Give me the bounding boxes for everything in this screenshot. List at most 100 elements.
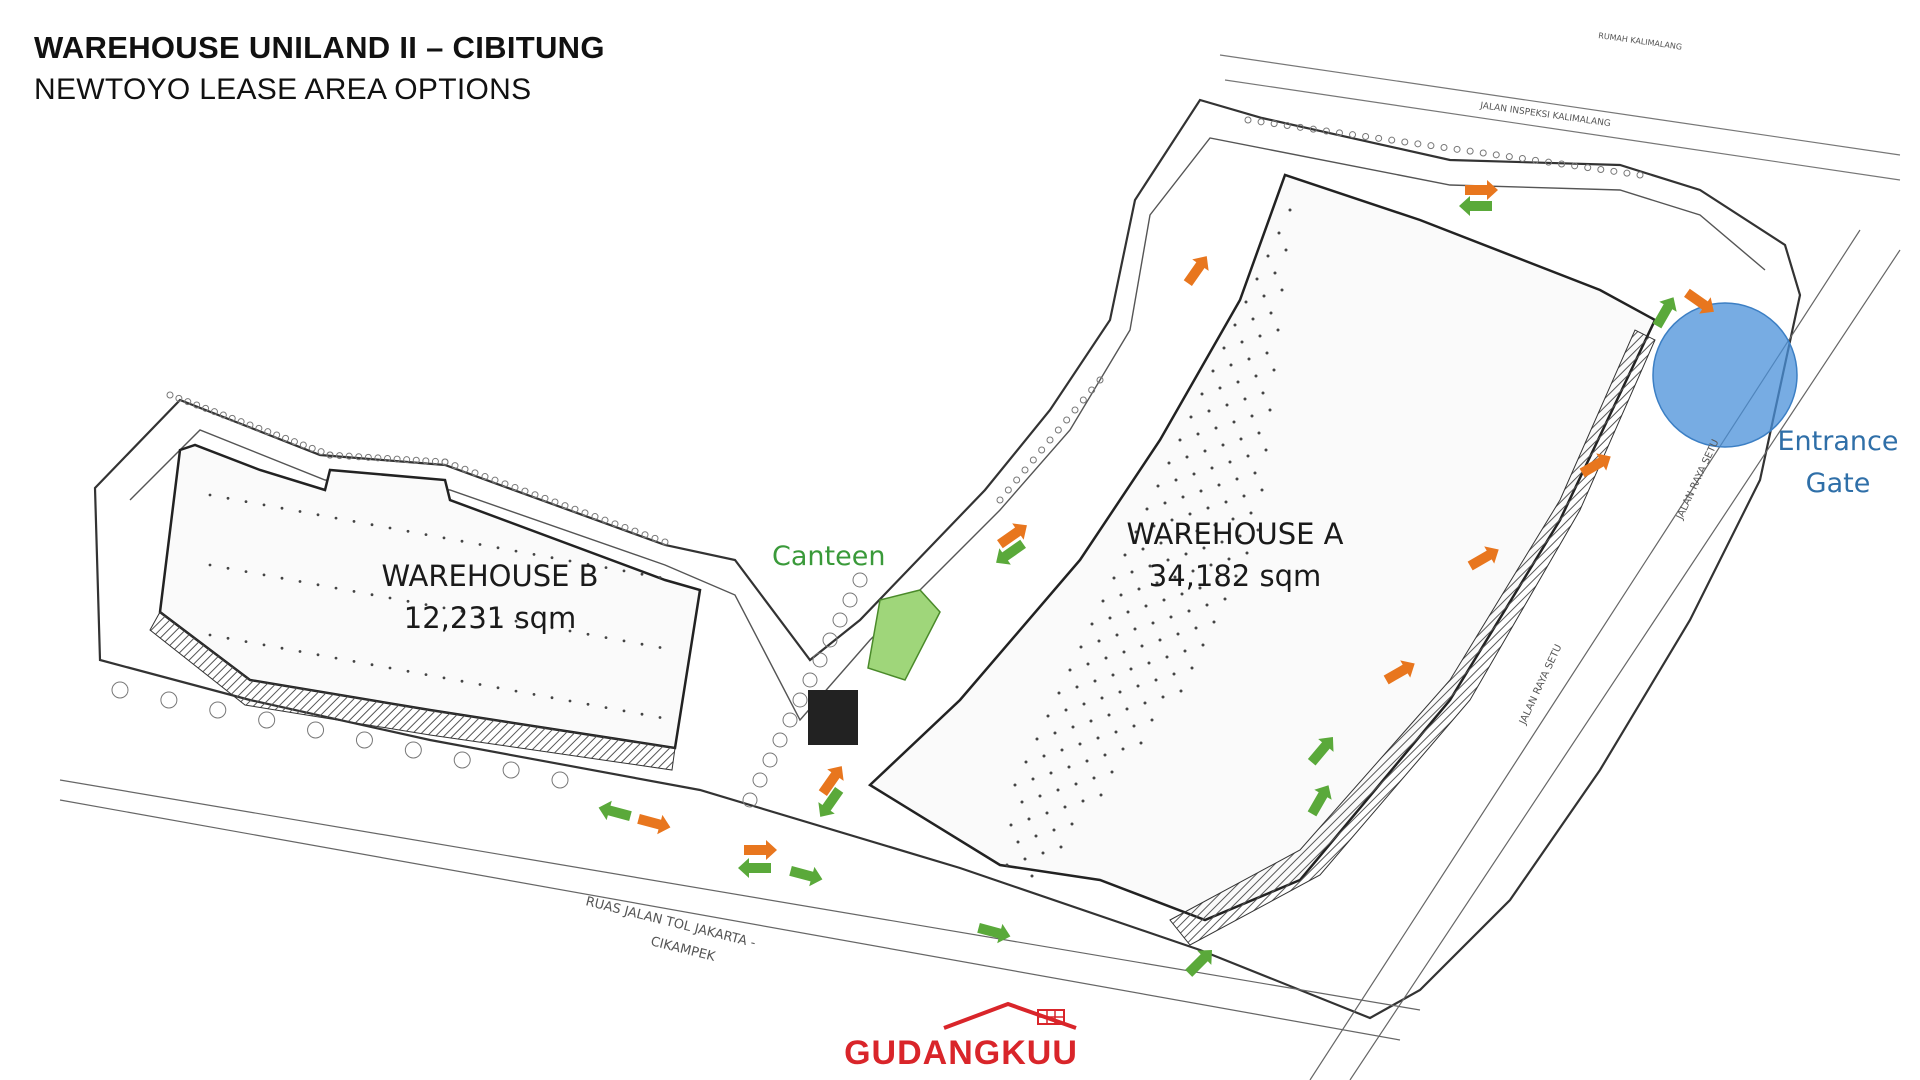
tree bbox=[210, 408, 218, 416]
tree bbox=[336, 452, 344, 460]
column-dot bbox=[442, 676, 446, 680]
column-dot bbox=[1228, 460, 1232, 464]
jalan-raya-setu-label: JALAN RAYA SETU bbox=[1674, 438, 1721, 522]
column-dot bbox=[1196, 432, 1200, 436]
column-dot bbox=[280, 646, 284, 650]
tree bbox=[393, 455, 401, 463]
tree bbox=[1545, 158, 1553, 166]
column-dot bbox=[1234, 574, 1238, 578]
tree bbox=[491, 476, 499, 484]
tree bbox=[364, 453, 372, 461]
column-dot bbox=[622, 639, 626, 643]
column-dot bbox=[658, 646, 662, 649]
column-dot bbox=[1222, 346, 1226, 350]
tree bbox=[541, 494, 549, 502]
column-dot bbox=[532, 623, 536, 626]
column-dot bbox=[1229, 363, 1233, 367]
warehouse-a-area: 34,182 sqm bbox=[1148, 559, 1322, 593]
column-dot bbox=[1205, 603, 1209, 607]
column-dot bbox=[1035, 737, 1039, 741]
column-dot bbox=[1163, 501, 1167, 505]
orange-arrow bbox=[1684, 288, 1714, 314]
column-dot bbox=[460, 539, 464, 543]
column-dot bbox=[1169, 615, 1173, 619]
column-dot bbox=[316, 653, 320, 657]
column-dot bbox=[460, 679, 464, 683]
tree bbox=[404, 741, 422, 759]
column-dot bbox=[604, 566, 608, 569]
column-dot bbox=[1202, 546, 1206, 550]
tree bbox=[1584, 164, 1592, 172]
tree bbox=[1038, 446, 1046, 454]
column-dot bbox=[1189, 415, 1193, 419]
column-dot bbox=[280, 506, 284, 510]
column-dot bbox=[658, 716, 662, 719]
tree bbox=[1610, 167, 1618, 175]
column-dot bbox=[514, 549, 518, 553]
column-dot bbox=[1023, 857, 1027, 861]
column-dot bbox=[1235, 477, 1239, 481]
tree bbox=[403, 456, 411, 464]
warehouse-b-area: 12,231 sqm bbox=[403, 601, 577, 635]
column-dot bbox=[478, 613, 482, 616]
tree bbox=[1257, 118, 1265, 126]
column-dot bbox=[298, 510, 302, 513]
column-dot bbox=[1192, 472, 1196, 476]
tree bbox=[461, 465, 469, 473]
column-dot bbox=[424, 533, 428, 536]
entrance-gate-line1: Entrance bbox=[1777, 426, 1899, 457]
canteen-label: Canteen bbox=[772, 541, 886, 572]
column-dot bbox=[388, 666, 392, 670]
warehouse-b-label: WAREHOUSE B 12,231 sqm bbox=[340, 555, 640, 639]
column-dot bbox=[1136, 684, 1140, 688]
column-dot bbox=[586, 702, 590, 706]
column-dot bbox=[334, 586, 338, 590]
tree bbox=[1453, 145, 1461, 153]
tree bbox=[160, 691, 178, 709]
column-dot bbox=[1273, 271, 1277, 275]
brand-logo: GUDANGKUU bbox=[826, 1000, 1096, 1072]
column-dot bbox=[1261, 391, 1265, 395]
column-dot bbox=[1038, 794, 1042, 798]
column-dot bbox=[1236, 380, 1240, 384]
column-dot bbox=[640, 642, 644, 646]
column-dot bbox=[1148, 564, 1152, 568]
column-dot bbox=[586, 562, 590, 566]
column-dot bbox=[1013, 783, 1017, 787]
tree bbox=[852, 572, 868, 588]
column-dot bbox=[1085, 759, 1089, 763]
column-dot bbox=[568, 559, 572, 563]
column-dot bbox=[1114, 730, 1118, 734]
column-dot bbox=[1242, 494, 1246, 498]
column-dot bbox=[424, 673, 428, 676]
tree bbox=[1063, 416, 1071, 424]
tree bbox=[184, 398, 192, 406]
column-dot bbox=[424, 603, 428, 606]
column-dot bbox=[1107, 713, 1111, 717]
column-dot bbox=[1225, 403, 1229, 407]
tree bbox=[1388, 136, 1396, 144]
column-dot bbox=[244, 640, 248, 643]
tree bbox=[481, 473, 489, 481]
tree bbox=[802, 672, 818, 688]
tree bbox=[374, 454, 382, 462]
column-dot bbox=[1240, 340, 1244, 344]
tree bbox=[441, 458, 449, 466]
tree bbox=[1518, 155, 1526, 162]
tree bbox=[792, 692, 808, 708]
column-dot bbox=[1250, 414, 1254, 418]
column-dot bbox=[442, 606, 446, 610]
page-subtitle: NEWTOYO LEASE AREA OPTIONS bbox=[34, 73, 532, 106]
green-arrow bbox=[996, 539, 1026, 565]
column-dot bbox=[460, 609, 464, 613]
tree bbox=[752, 772, 768, 788]
column-dot bbox=[640, 712, 644, 716]
column-dot bbox=[1121, 747, 1125, 751]
entrance-gate-line2: Gate bbox=[1805, 468, 1871, 499]
column-dot bbox=[496, 546, 500, 550]
column-dot bbox=[1097, 639, 1101, 643]
tree bbox=[631, 527, 639, 535]
column-dot bbox=[1133, 627, 1137, 631]
column-dot bbox=[550, 626, 554, 630]
tree bbox=[511, 483, 519, 491]
